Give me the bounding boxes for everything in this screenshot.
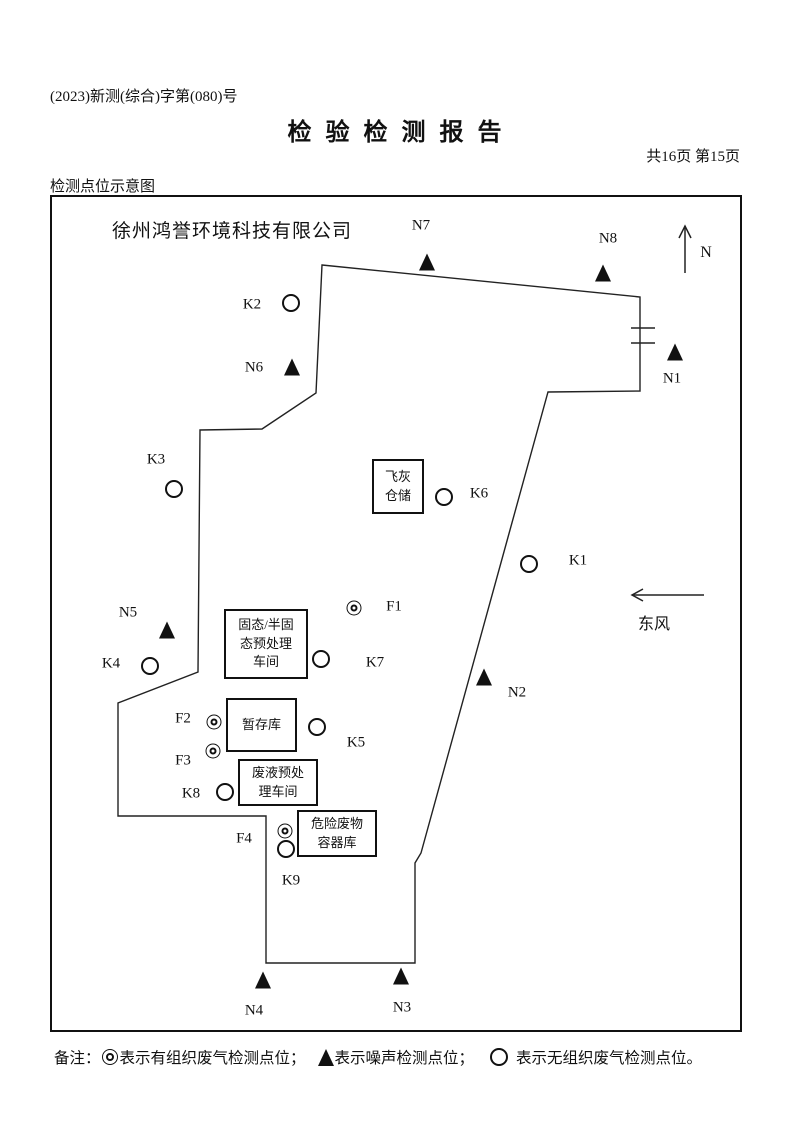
building-label-line: 暂存库	[241, 716, 281, 732]
marker-K7-fugitive-icon	[312, 650, 330, 668]
building-waste-liquid-pretreatment-workshop: 废液预处理车间	[238, 759, 318, 806]
marker-K9-label: K9	[281, 872, 301, 889]
marker-K6-fugitive-icon	[435, 488, 453, 506]
marker-N7-noise-icon	[419, 253, 435, 271]
marker-K7-label: K7	[365, 654, 385, 671]
marker-K1-label: K1	[568, 552, 588, 569]
building-label-line: 固态/半固	[238, 616, 294, 632]
marker-N1-noise-icon	[667, 343, 683, 361]
legend-fugitive-text: 表示无组织废气检测点位。	[516, 1050, 703, 1067]
marker-N6-label: N6	[244, 359, 264, 376]
marker-N3-noise-icon	[393, 967, 409, 985]
building-label-line: 车间	[252, 654, 279, 670]
marker-N8-label: N8	[598, 230, 618, 247]
building-label-line: 废液预处	[251, 764, 304, 780]
marker-F2-stack-icon	[206, 714, 222, 730]
marker-K4-fugitive-icon	[141, 657, 159, 675]
building-hazardous-waste-container-storage: 危险废物容器库	[297, 810, 377, 857]
marker-F1-label: F1	[386, 598, 402, 615]
marker-K2-label: K2	[242, 296, 262, 313]
north-label: N	[700, 244, 712, 261]
legend-noise-text: 表示噪声检测点位；	[334, 1050, 475, 1067]
marker-N4-label: N4	[244, 1002, 264, 1019]
building-label-line: 容器库	[317, 834, 357, 850]
marker-K1-fugitive-icon	[520, 555, 538, 573]
marker-N6-noise-icon	[284, 358, 300, 376]
marker-F1-stack-icon	[346, 600, 362, 616]
building-label-line: 理车间	[258, 783, 298, 799]
marker-N8-noise-icon	[595, 264, 611, 282]
marker-K4-label: K4	[101, 655, 121, 672]
marker-K3-fugitive-icon	[165, 480, 183, 498]
page-info: 共16页 第15页	[646, 149, 740, 165]
section-label: 检测点位示意图	[50, 179, 156, 195]
legend-stack-icon	[101, 1049, 118, 1065]
marker-K8-label: K8	[181, 785, 201, 802]
building-label-line: 仓储	[384, 487, 411, 503]
marker-K5-label: K5	[346, 734, 366, 751]
marker-N2-label: N2	[507, 684, 527, 701]
marker-F3-label: F3	[175, 752, 191, 769]
building-fly-ash-storage: 飞灰仓储	[372, 459, 424, 514]
wind-direction-label: 东风	[637, 616, 671, 633]
marker-F2-label: F2	[175, 710, 191, 727]
building-label-line: 飞灰	[384, 468, 411, 484]
building-solid-semisolid-pretreatment-workshop: 固态/半固态预处理车间	[224, 609, 308, 679]
marker-F3-stack-icon	[205, 743, 221, 759]
marker-K9-fugitive-icon	[277, 840, 295, 858]
marker-K3-label: K3	[146, 451, 166, 468]
marker-N5-label: N5	[118, 604, 138, 621]
marker-N4-noise-icon	[255, 971, 271, 989]
building-label-line: 危险废物	[310, 815, 363, 831]
marker-K2-fugitive-icon	[282, 294, 300, 312]
marker-N2-noise-icon	[476, 668, 492, 686]
stack-inner-ring	[210, 718, 218, 726]
legend: 备注： 表示有组织废气检测点位； 表示噪声检测点位； 表示无组织废气检测点位。	[54, 1046, 754, 1068]
company-name: 徐州鸿誉环境科技有限公司	[112, 221, 353, 242]
stack-inner-ring	[350, 604, 358, 612]
building-label-line: 态预处理	[239, 635, 292, 651]
legend-fugitive-icon	[490, 1048, 509, 1066]
marker-K5-fugitive-icon	[308, 718, 326, 736]
page-title: 检 验 检 测 报 告	[287, 120, 506, 146]
stack-inner-ring	[281, 827, 289, 835]
stack-inner-ring	[209, 747, 217, 755]
marker-F4-stack-icon	[277, 823, 293, 839]
marker-N1-label: N1	[662, 370, 682, 387]
marker-N5-noise-icon	[159, 621, 175, 639]
legend-noise-icon	[317, 1048, 334, 1066]
marker-K6-label: K6	[469, 485, 489, 502]
doc-number: (2023)新测(综合)字第(080)号	[50, 89, 238, 105]
legend-prefix: 备注：	[54, 1050, 101, 1067]
building-temporary-storage: 暂存库	[226, 698, 297, 752]
marker-K8-fugitive-icon	[216, 783, 234, 801]
marker-F4-label: F4	[236, 830, 252, 847]
legend-stack-text: 表示有组织废气检测点位；	[119, 1050, 306, 1067]
marker-N7-label: N7	[411, 217, 431, 234]
marker-N3-label: N3	[392, 999, 412, 1016]
